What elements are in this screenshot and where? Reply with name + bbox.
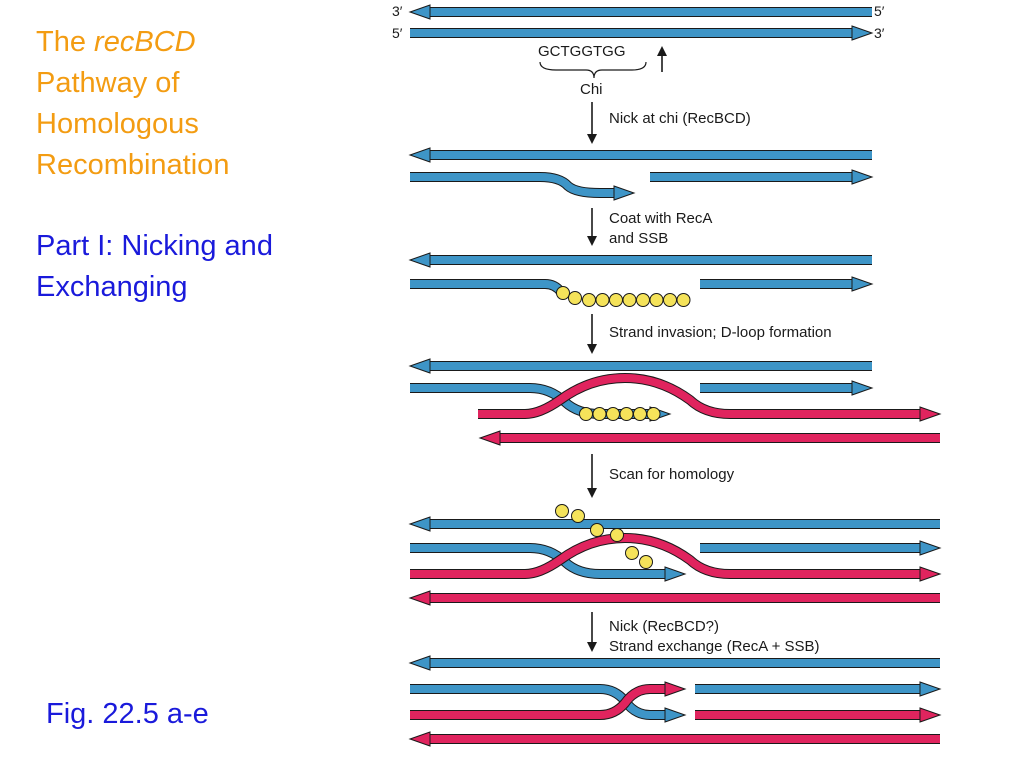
ssb-protein — [633, 407, 647, 421]
ssb-proteins — [555, 286, 691, 569]
ssb-protein — [568, 291, 582, 305]
panel-f-exchanged-blue-strand-head — [664, 707, 687, 723]
panel-d-downstream-strand-head — [851, 380, 874, 396]
panel-d-pink-bottom-strand-head — [478, 430, 501, 446]
step-5: Nick (RecBCD?) Strand exchange (RecA + S… — [587, 612, 820, 655]
ssb-protein — [571, 509, 585, 523]
ssb-protein — [609, 293, 623, 307]
panel-c-coated-strand — [410, 280, 565, 295]
panel-b-nicked-strand — [410, 173, 614, 197]
ssb-protein — [676, 293, 691, 307]
end-label-3prime-top: 3′ — [392, 3, 403, 19]
title-line4: Recombination — [36, 149, 230, 181]
panel-b-nicked-strand-head — [613, 185, 636, 201]
step-label-line1: Nick at chi (RecBCD) — [609, 110, 751, 127]
ssb-protein — [622, 293, 637, 307]
title-line1-prefix: The — [36, 26, 95, 58]
step-label-line1: Nick (RecBCD?) — [609, 618, 719, 635]
end-label-5prime-top: 5′ — [874, 3, 885, 19]
dna-strands — [408, 4, 942, 747]
panel-f-pink-bottom-strand-head — [408, 731, 431, 747]
ssb-protein — [556, 286, 570, 300]
panel-f-pink-downstream-strand-head — [919, 707, 942, 723]
ssb-protein — [579, 407, 593, 421]
step-arrow-head — [587, 642, 597, 652]
panel-f-exchanged-pink-strand-head — [664, 681, 687, 697]
ssb-protein — [610, 528, 624, 542]
nick-site-arrow-head — [657, 46, 667, 56]
step-arrow-head — [587, 134, 597, 144]
panel-e-top-strand-head — [408, 516, 431, 532]
step-4: Scan for homology — [587, 454, 735, 498]
panel-f-exchanged-pink-strand — [410, 685, 665, 719]
panel-f-blue-downstream-strand-head — [919, 681, 942, 697]
step-label-line2: Strand exchange (RecA + SSB) — [609, 638, 820, 655]
ssb-protein — [646, 407, 661, 421]
panel-d-pink-top-strand — [478, 374, 920, 418]
ssb-protein — [582, 293, 596, 307]
ssb-protein — [590, 523, 604, 537]
panel-d-pink-top-strand-head — [919, 406, 942, 422]
panel-e-downstream-strand-head — [919, 540, 942, 556]
step-label-line1: Coat with RecA — [609, 210, 712, 227]
slide-subtitle: Part I: Nicking and Exchanging — [36, 226, 366, 308]
panel-b-top-strand-head — [408, 147, 431, 163]
panel-a-top-strand-head — [408, 4, 431, 20]
panel-b-downstream-strand-head — [851, 169, 874, 185]
step-label-line2: and SSB — [609, 230, 668, 247]
ssb-protein — [663, 293, 677, 307]
panel-a-bottom-strand-head — [851, 25, 874, 41]
step-3: Strand invasion; D-loop formation — [587, 314, 832, 354]
step-arrow-head — [587, 488, 597, 498]
subtitle-line1: Part I: Nicking and — [36, 230, 273, 262]
ssb-protein — [592, 407, 607, 421]
figure-reference: Fig. 22.5 a-e — [46, 698, 209, 730]
panel-c-top-strand-head — [408, 252, 431, 268]
step-arrow-head — [587, 236, 597, 246]
ssb-protein — [636, 293, 650, 307]
ssb-protein — [649, 293, 664, 307]
ssb-protein — [606, 407, 620, 421]
panel-e-pink-bottom-strand-head — [408, 590, 431, 606]
chi-label: Chi — [580, 81, 603, 98]
chi-brace — [539, 61, 647, 79]
subtitle-line2: Exchanging — [36, 271, 188, 303]
title-line3: Homologous — [36, 108, 199, 140]
panel-e-pink-top-strand-head — [919, 566, 942, 582]
panel-d-top-strand-head — [408, 358, 431, 374]
end-label-3prime-bottom: 3′ — [874, 25, 885, 41]
panel-f-top-strand-head — [408, 655, 431, 671]
ssb-protein — [595, 293, 610, 307]
step-2: Coat with RecA and SSB — [587, 208, 712, 247]
step-label-line1: Strand invasion; D-loop formation — [609, 324, 832, 341]
step-label-line1: Scan for homology — [609, 466, 735, 483]
panel-e-invading-strand-head — [664, 566, 687, 582]
title-gene-name: recBCD — [94, 26, 196, 58]
ssb-protein — [625, 546, 639, 560]
chi-sequence: GCTGGTGG — [538, 43, 626, 60]
step-arrow-head — [587, 344, 597, 354]
title-line2: Pathway of — [36, 67, 180, 99]
slide-title: The recBCD Pathway of Homologous Recombi… — [36, 22, 366, 186]
ssb-protein — [555, 504, 569, 518]
ssb-protein — [639, 555, 653, 569]
step-1: Nick at chi (RecBCD) — [587, 102, 751, 144]
end-label-5prime-bottom: 5′ — [392, 25, 403, 41]
panel-c-downstream-strand-head — [851, 276, 874, 292]
ssb-protein — [619, 407, 634, 421]
panel-e-pink-top-strand — [410, 534, 920, 578]
